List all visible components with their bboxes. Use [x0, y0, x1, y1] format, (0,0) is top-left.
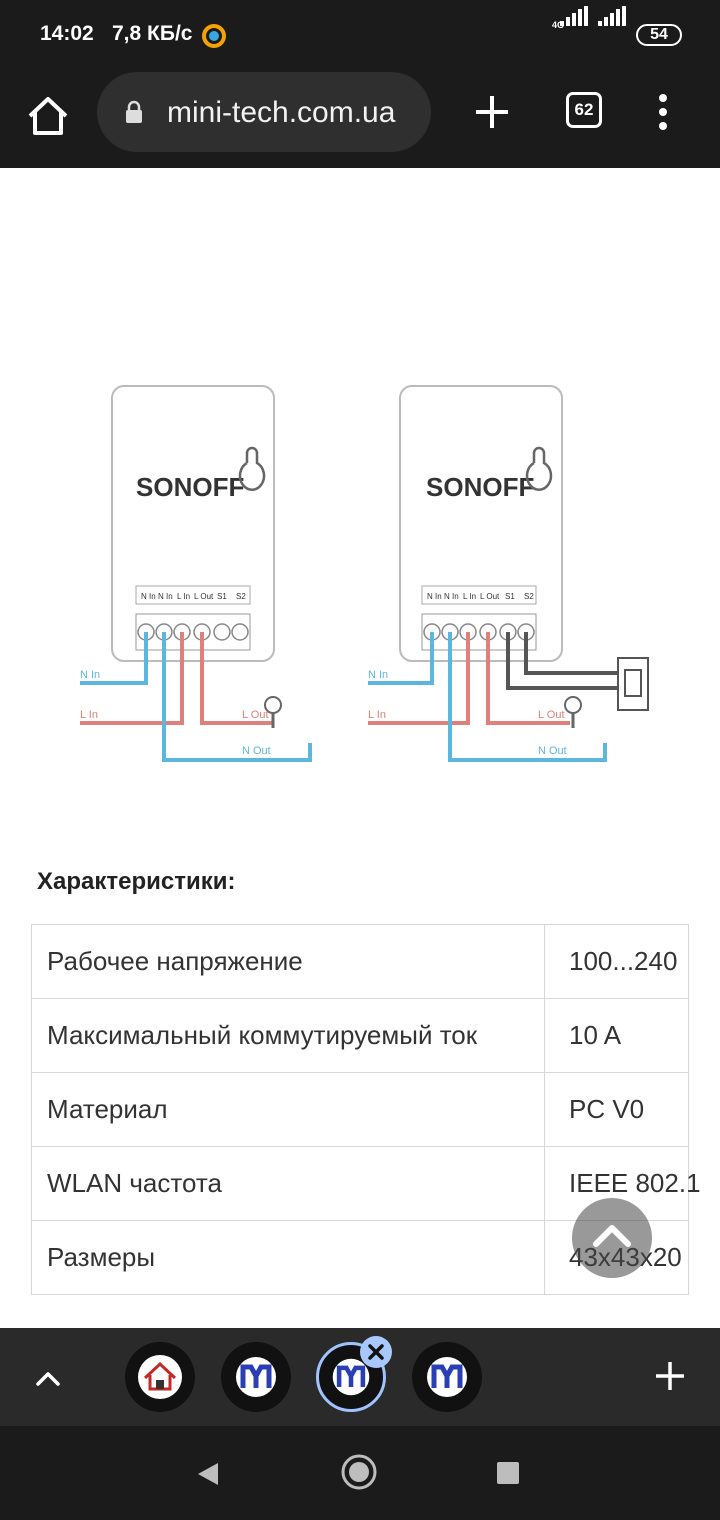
lock-icon [126, 100, 142, 123]
tab-thumbnail-active[interactable] [316, 1342, 386, 1412]
wire-label: N In [80, 669, 100, 681]
back-icon[interactable] [194, 1460, 222, 1488]
tabs-icon[interactable]: 62 [566, 92, 602, 128]
network-speed: 7,8 КБ/с [112, 22, 193, 45]
tab-thumbnail[interactable] [221, 1342, 291, 1412]
battery-icon: 54 [636, 24, 682, 46]
system-nav-bar [0, 1426, 720, 1520]
bulb-icon [564, 696, 582, 714]
antenna-icon [238, 446, 266, 491]
plus-icon[interactable] [470, 90, 514, 134]
spec-label: WLAN частота [31, 1146, 545, 1221]
section-title: Характеристики: [37, 868, 236, 895]
terminal-label: S1 [505, 592, 515, 601]
terminal-label: L In [463, 592, 476, 601]
chevron-up-icon[interactable] [30, 1360, 66, 1396]
house-logo-icon [138, 1355, 182, 1399]
wire-label: N Out [242, 745, 271, 757]
terminal-label: S1 [217, 592, 227, 601]
wire-label: N Out [538, 745, 567, 757]
spec-value: 100...240 [544, 924, 689, 999]
terminal-label: N In [141, 592, 156, 601]
home-circle-icon[interactable] [340, 1453, 378, 1491]
terminal-label: N In [444, 592, 459, 601]
spec-label: Максимальный коммутируемый ток [31, 998, 545, 1073]
page-content: SONOFF N In N In L In L Out S1 S2 N [0, 168, 720, 1328]
brand-logo: SONOFF [136, 472, 244, 502]
tab-thumbnail[interactable] [412, 1342, 482, 1412]
terminal-label: L Out [194, 592, 214, 601]
mt-logo-icon [332, 1358, 370, 1396]
terminal-label: S2 [236, 592, 246, 601]
terminal-label: S2 [524, 592, 534, 601]
wire-label: L In [368, 709, 386, 721]
table-row: Максимальный коммутируемый ток 10 A [31, 998, 689, 1073]
spec-value: PC V0 [544, 1072, 689, 1147]
brand-logo: SONOFF [426, 472, 534, 502]
wire-label: L Out [538, 709, 565, 721]
network-type: 4G [552, 20, 565, 30]
table-row: Рабочее напряжение 100...240 [31, 924, 689, 999]
browser-toolbar: mini-tech.com.ua 62 [0, 70, 720, 238]
url-text: mini-tech.com.ua [167, 96, 396, 129]
tab-strip [0, 1328, 720, 1426]
antenna-icon [525, 446, 553, 491]
table-row: Материал PC V0 [31, 1072, 689, 1147]
spec-label: Размеры [31, 1220, 545, 1295]
status-time: 14:02 [40, 22, 94, 45]
wire-label: N In [368, 669, 388, 681]
url-bar[interactable]: mini-tech.com.ua [97, 72, 431, 152]
wire-label: L In [80, 709, 98, 721]
diagram-left: SONOFF N In N In L In L Out S1 S2 N [80, 385, 312, 762]
terminal-label: L In [177, 592, 190, 601]
mt-logo-icon [427, 1357, 467, 1397]
wiring-diagram: SONOFF N In N In L In L Out S1 S2 N [80, 385, 649, 762]
data-saver-icon [202, 24, 226, 48]
terminal-label: L Out [480, 592, 500, 601]
terminal-label: N In [158, 592, 173, 601]
spec-label: Рабочее напряжение [31, 924, 545, 999]
more-vert-icon[interactable] [650, 90, 676, 134]
status-bar: 14:02 7,8 КБ/с 4G 54 [0, 0, 720, 70]
terminal-label: N In [427, 592, 442, 601]
recents-icon[interactable] [496, 1461, 520, 1485]
plus-icon[interactable] [650, 1356, 690, 1396]
tab-thumbnail[interactable] [125, 1342, 195, 1412]
diagram-right: SONOFF N In N In L In L Out S1 S2 N [368, 385, 649, 762]
spec-label: Материал [31, 1072, 545, 1147]
spec-value: 10 A [544, 998, 689, 1073]
close-icon [368, 1344, 384, 1360]
mt-logo-icon [236, 1357, 276, 1397]
home-icon[interactable] [22, 90, 74, 142]
wire-label: L Out [242, 709, 269, 721]
chevron-up-icon [593, 1225, 631, 1247]
close-tab-button[interactable] [360, 1336, 392, 1368]
scroll-to-top-button[interactable] [572, 1198, 652, 1278]
